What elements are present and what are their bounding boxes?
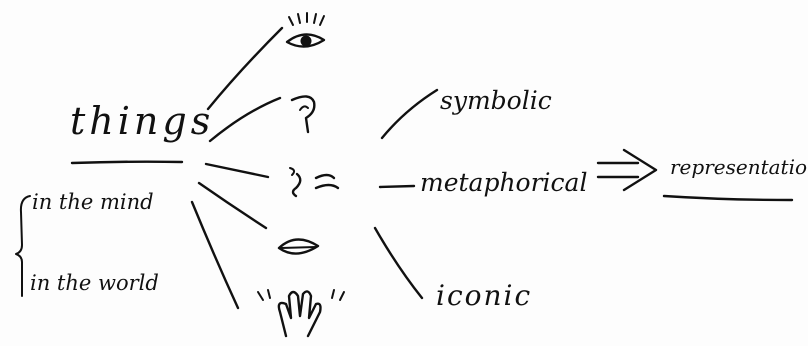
line-to-metaphorical <box>380 186 414 187</box>
symbolic-label: symbolic <box>440 88 552 113</box>
iconic-label: iconic <box>436 282 532 310</box>
ear-icon <box>292 96 314 132</box>
nose-icon <box>290 168 338 196</box>
things-underline <box>72 162 182 163</box>
line-to-hand <box>192 202 238 308</box>
line-to-symbolic <box>382 90 437 138</box>
line-to-mouth <box>199 183 266 228</box>
in-the-world-label: in the world <box>30 273 159 294</box>
representation-label: representation <box>670 157 808 177</box>
eye-icon <box>287 13 324 47</box>
representation-underline <box>664 196 792 200</box>
arrow-icon <box>598 150 656 190</box>
things-label: things <box>70 102 214 140</box>
hand-icon <box>258 290 344 336</box>
line-to-ear <box>210 98 280 141</box>
metaphorical-label: metaphorical <box>420 170 587 195</box>
line-to-eye <box>208 28 282 109</box>
in-the-mind-label: in the mind <box>32 192 154 213</box>
mouth-icon <box>279 239 318 253</box>
line-to-iconic <box>375 228 422 298</box>
line-to-nose <box>206 164 268 177</box>
